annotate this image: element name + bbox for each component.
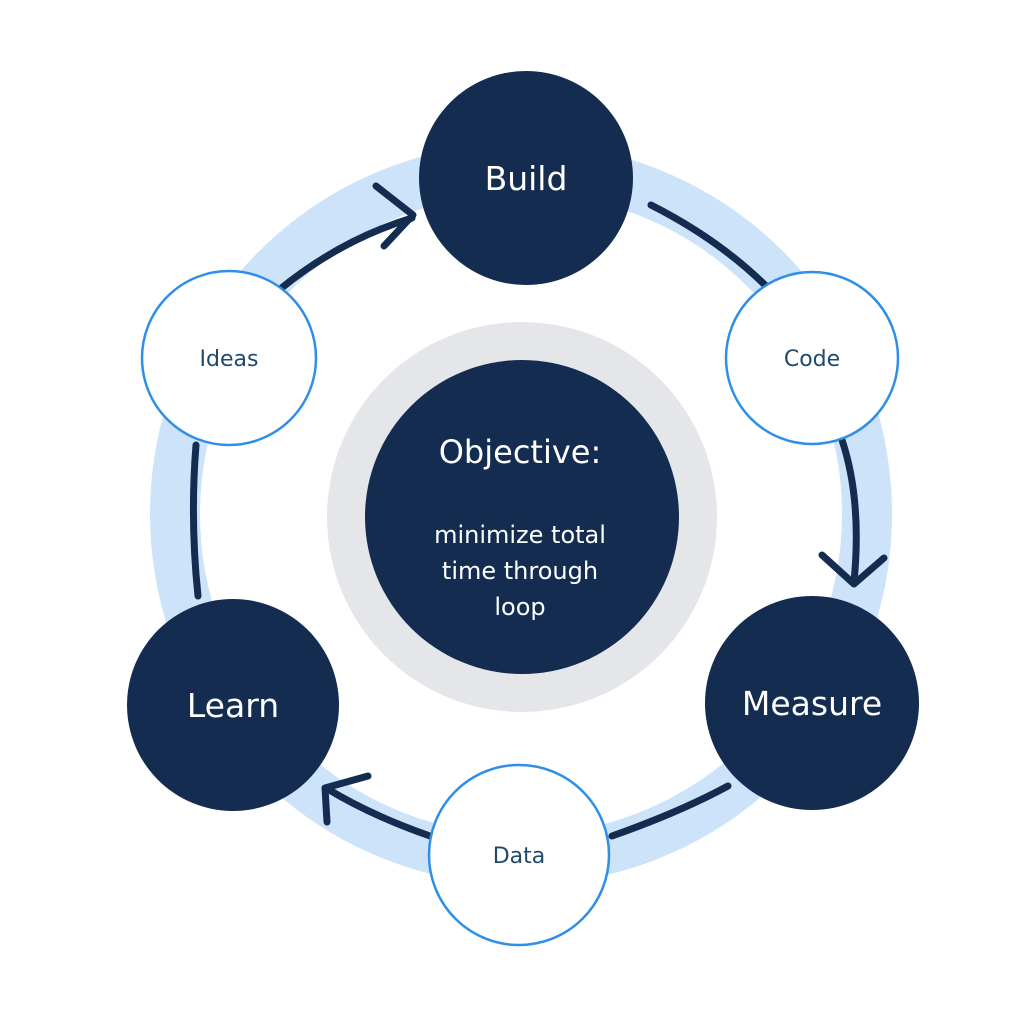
connector-code-measure	[838, 436, 860, 586]
stage-learn-label: Learn	[187, 686, 279, 725]
stage-learn-circle	[127, 599, 339, 811]
objective-title: Objective:	[439, 433, 602, 471]
arrowhead-ideas-build	[372, 182, 417, 250]
stage-learn: Learn	[127, 599, 339, 811]
connector-data-learn	[322, 784, 434, 840]
stage-data: Data	[427, 763, 611, 947]
objective-line-3: loop	[494, 593, 545, 621]
stage-data-circle	[427, 763, 611, 947]
arrowhead-code-measure	[818, 551, 888, 588]
connector-measure-data	[608, 782, 732, 840]
stage-build-label: Build	[485, 159, 568, 198]
connector-ideas-build	[275, 214, 416, 294]
connector-build-code	[647, 201, 772, 292]
stage-measure: Measure	[705, 596, 919, 810]
objective-line-1: minimize total	[434, 521, 606, 549]
arrowhead-data-learn	[321, 772, 372, 826]
objective: Objective: minimize total time through l…	[327, 322, 717, 712]
stage-build-circle	[419, 71, 633, 285]
stage-data-label: Data	[493, 844, 546, 869]
stage-build: Build	[419, 71, 633, 285]
connector-learn-ideas	[189, 441, 202, 600]
connectors	[189, 182, 888, 840]
stage-code-circle	[724, 270, 900, 446]
stage-measure-circle	[705, 596, 919, 810]
stage-code: Code	[724, 270, 900, 446]
stage-ideas-circle	[140, 269, 318, 447]
objective-line-2: time through	[442, 557, 598, 585]
stage-ideas-label: Ideas	[200, 347, 259, 372]
stage-measure-label: Measure	[742, 684, 882, 723]
stage-ideas: Ideas	[140, 269, 318, 447]
objective-circle	[365, 360, 679, 674]
stage-code-label: Code	[784, 347, 840, 372]
